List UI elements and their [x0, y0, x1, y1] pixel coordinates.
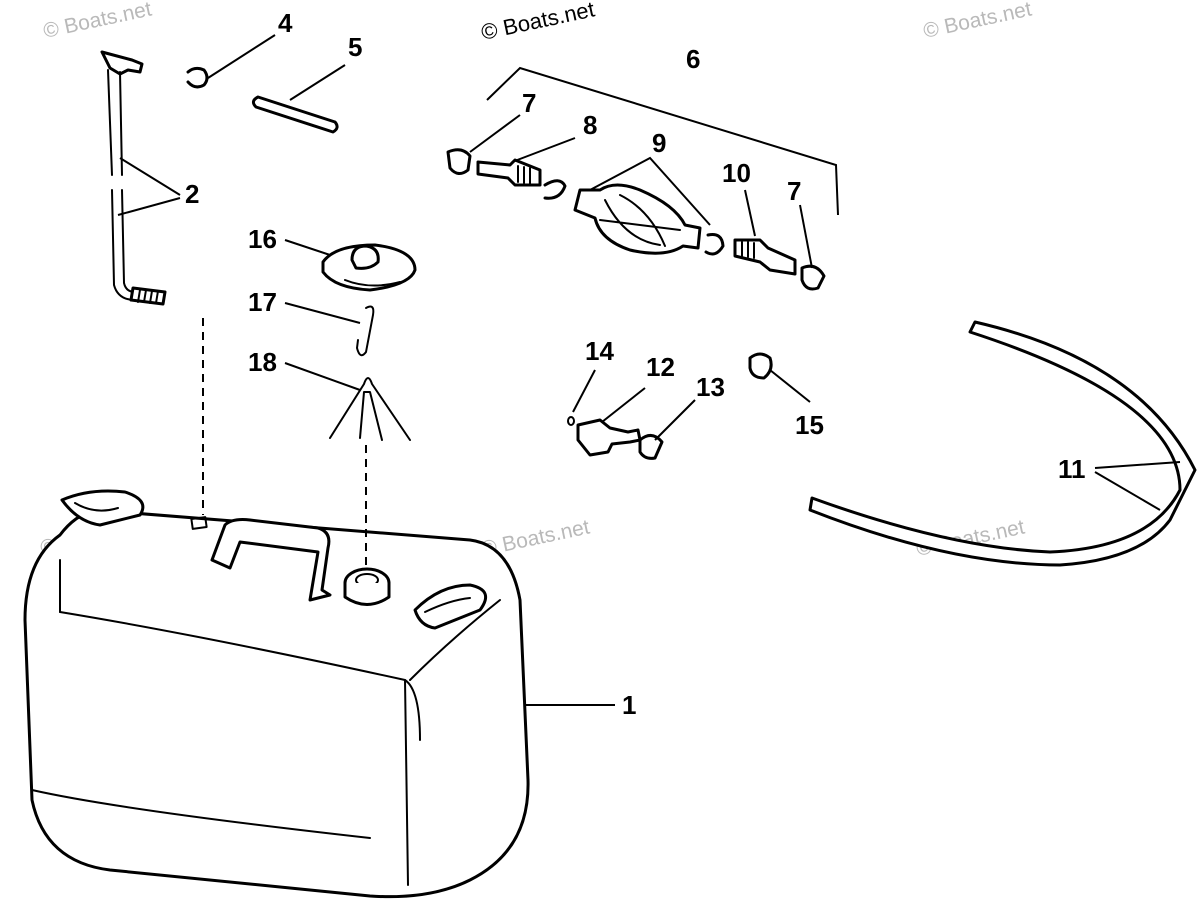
leader-line: [289, 64, 346, 101]
fuel-hose: [808, 320, 1197, 567]
callout-15: 15: [795, 410, 824, 440]
leader-line: [654, 399, 696, 441]
primer-bulb-assembly: [446, 148, 826, 291]
callout-5: 5: [348, 32, 362, 62]
leader-line: [284, 239, 331, 256]
fuel-cap: [321, 243, 417, 292]
callout-4: 4: [278, 8, 293, 38]
leader-line: [469, 114, 521, 153]
pickup-tube: [100, 50, 167, 306]
callout-16: 16: [248, 224, 277, 254]
leader-line: [511, 137, 576, 163]
callout-7: 7: [787, 176, 801, 206]
leader-line: [601, 387, 646, 423]
leader-line: [769, 369, 811, 403]
leader-line: [589, 156, 711, 226]
callout-17: 17: [248, 287, 277, 317]
watermark: © Boats.net: [921, 0, 1034, 43]
callout-7: 7: [522, 88, 536, 118]
callout-18: 18: [248, 347, 277, 377]
fuel-connector: [567, 352, 773, 460]
watermark: © Boats.net: [479, 0, 597, 45]
spring-clip: [329, 377, 411, 441]
leader-line: [284, 302, 361, 324]
retainer-hook: [356, 305, 375, 357]
callout-1: 1: [622, 690, 636, 720]
callout-12: 12: [646, 352, 675, 382]
leader-line: [799, 204, 813, 269]
callout-11: 11: [1058, 454, 1086, 484]
callout-14: 14: [585, 336, 614, 366]
callout-13: 13: [696, 372, 725, 402]
fuel-tank: [23, 489, 530, 899]
watermark: © Boats.net: [41, 0, 154, 43]
callout-10: 10: [722, 158, 751, 188]
leader-line: [744, 189, 756, 237]
assembly-bracket: [486, 66, 839, 216]
leader-line: [284, 362, 361, 391]
callout-8: 8: [583, 110, 597, 140]
leader-line: [207, 34, 276, 79]
callout-2: 2: [185, 179, 199, 209]
callout-6: 6: [686, 44, 700, 74]
leader-line: [117, 157, 181, 216]
hose-piece: [251, 95, 339, 134]
callout-9: 9: [652, 128, 666, 158]
leader-line: [1094, 461, 1181, 511]
leader-line: [572, 369, 596, 413]
clip: [186, 66, 209, 89]
